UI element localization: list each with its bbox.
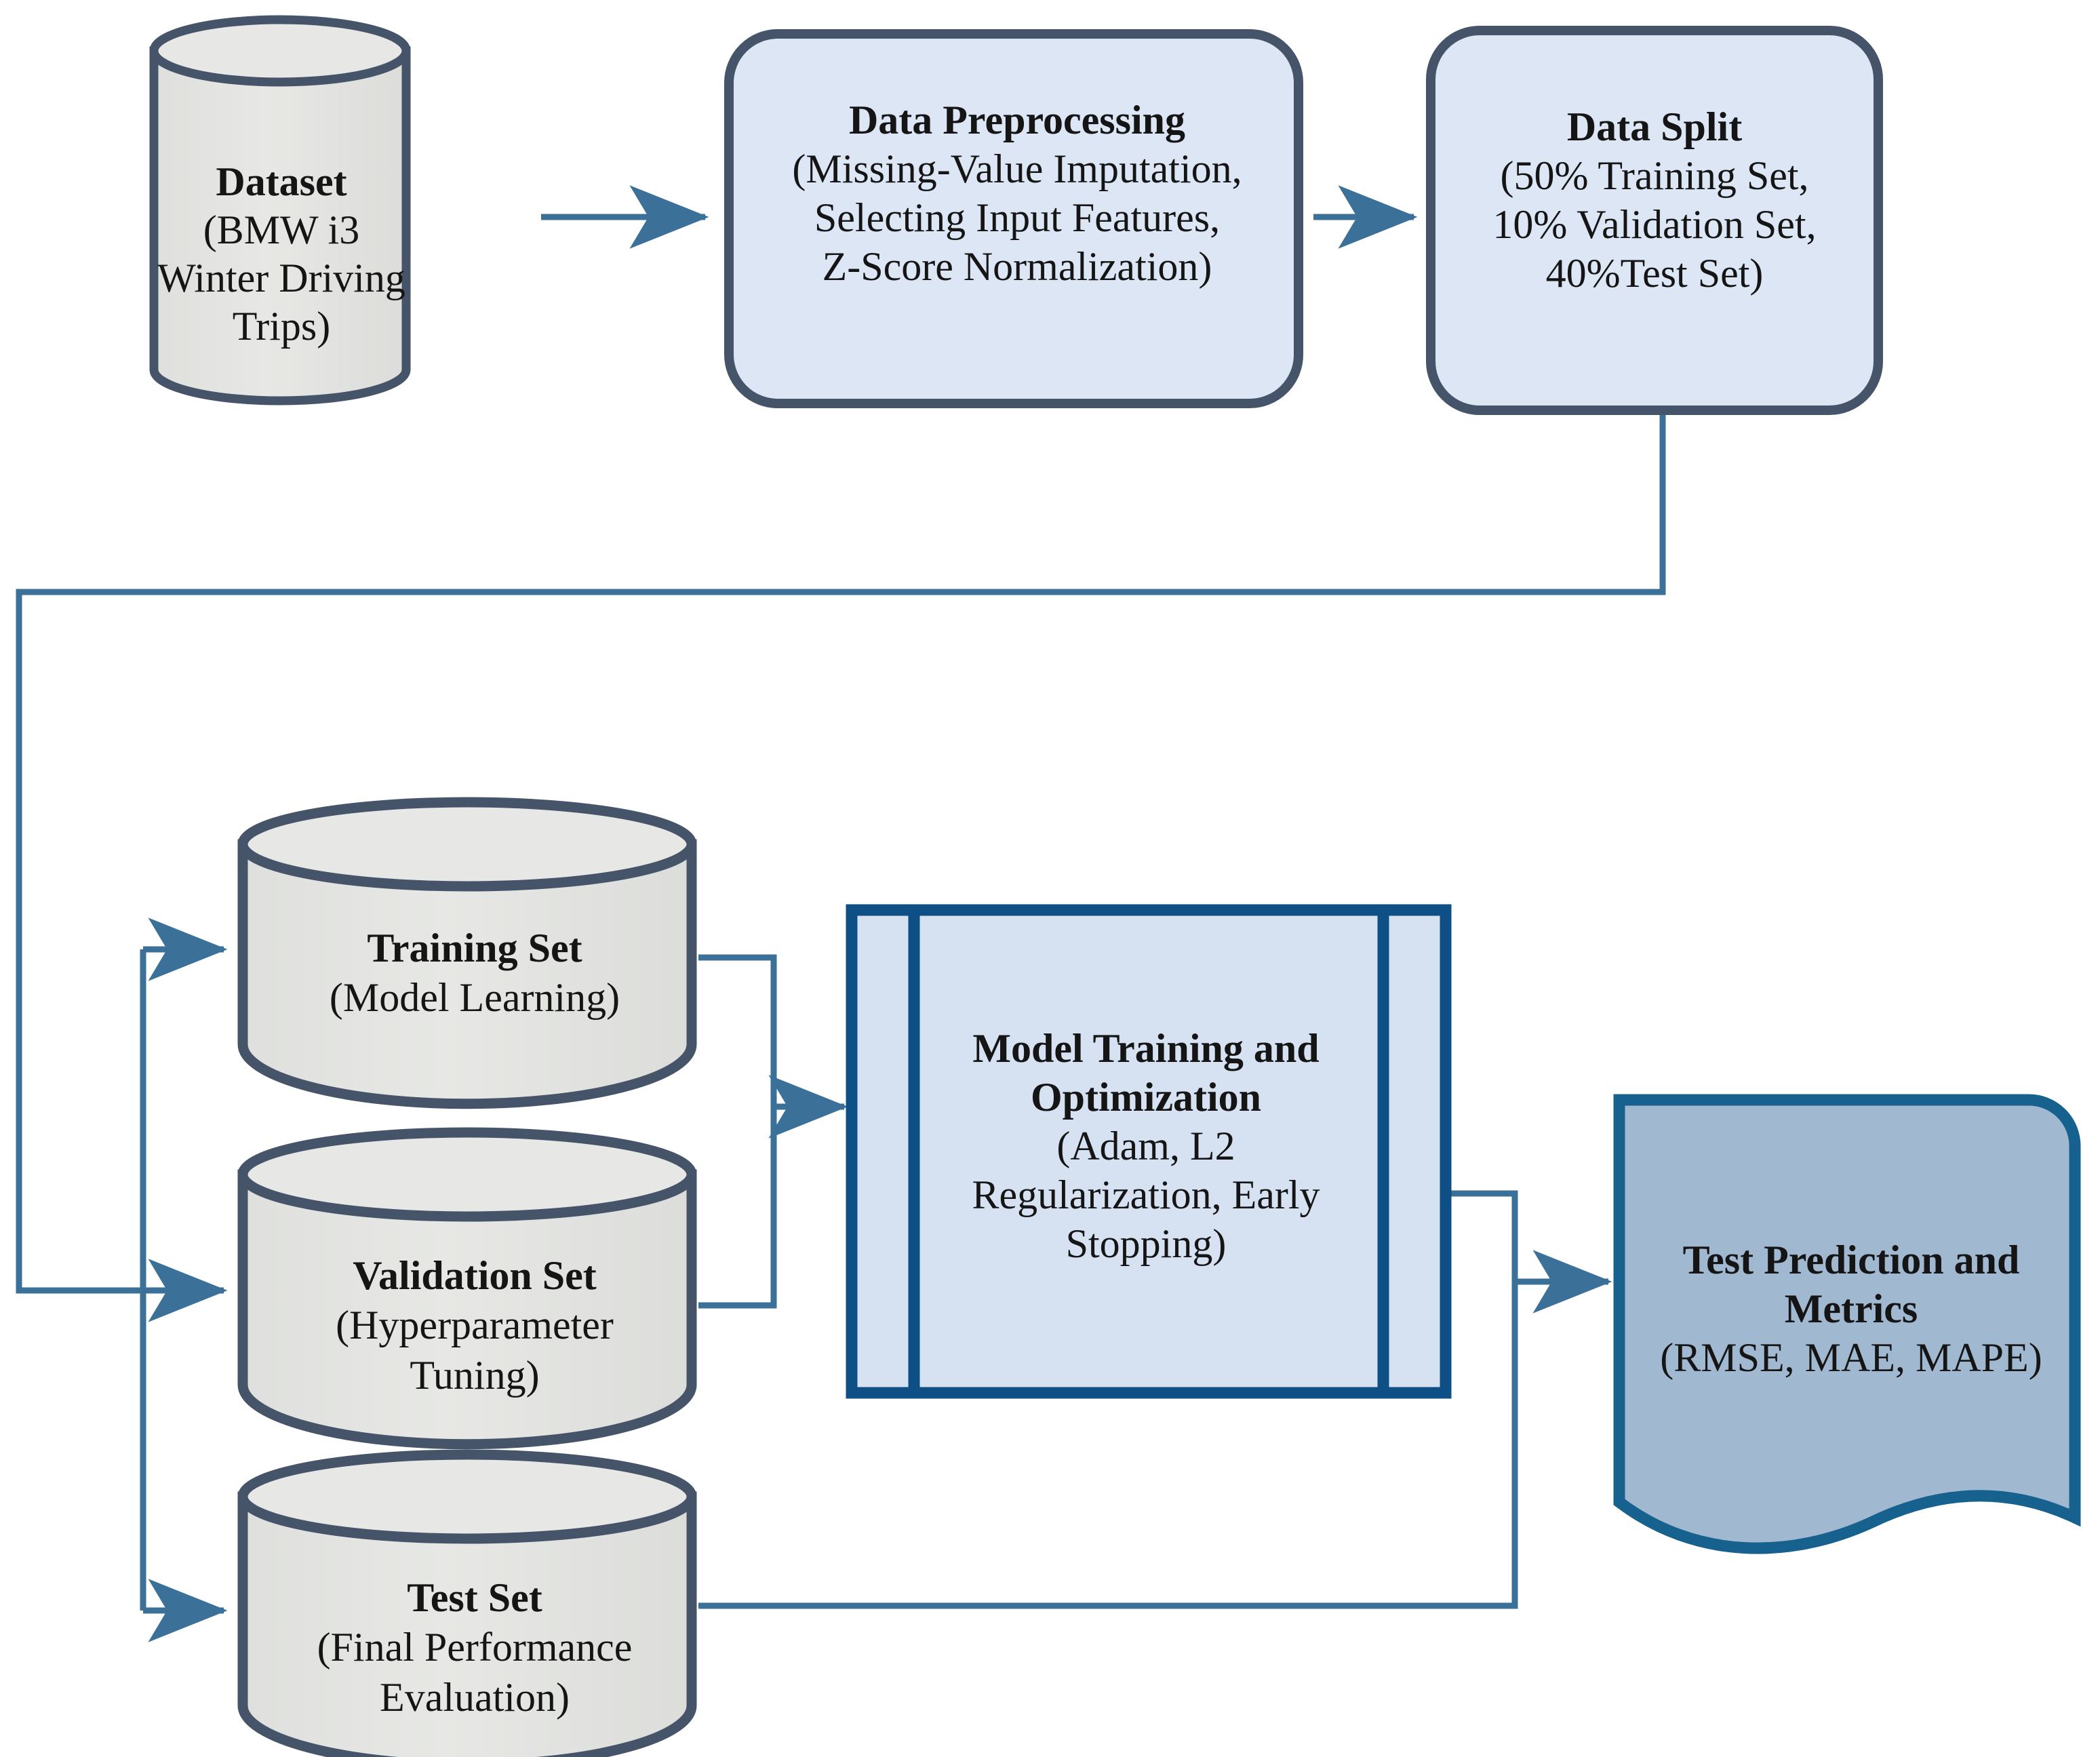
node-data-preprocessing[interactable] — [724, 29, 1303, 408]
node-data-split[interactable] — [1426, 26, 1883, 415]
node-model-training[interactable] — [846, 904, 1452, 1399]
edge-split-trunk — [16, 410, 1666, 1294]
node-dataset[interactable] — [149, 15, 411, 406]
node-test-prediction[interactable] — [1613, 1094, 2081, 1554]
edge-validation-to-merge — [698, 1107, 777, 1309]
edge-training-to-merge — [698, 954, 777, 1107]
edge-test-set-out — [698, 1282, 1518, 1609]
connector-layer — [16, 185, 1666, 1642]
node-validation-set[interactable] — [237, 1127, 697, 1450]
edge-model-training-out — [1424, 1190, 1518, 1282]
node-training-set[interactable] — [237, 797, 697, 1109]
node-test-set[interactable] — [237, 1449, 697, 1757]
